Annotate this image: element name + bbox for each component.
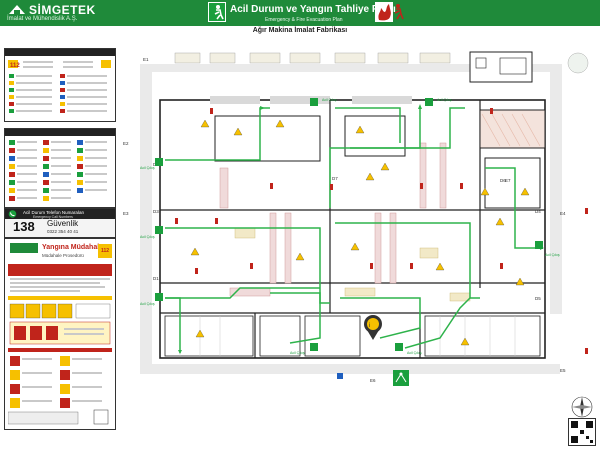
- site-road-left: [140, 64, 152, 374]
- fire-response-header: Yangına Müdahale Müdahale Prosedürü 112: [8, 242, 112, 262]
- emergency-panel-header: Acil Durum Telefon Numaraları Emergency …: [5, 209, 115, 219]
- site-road-right: [550, 64, 562, 314]
- emergency-panel-title: Acil Durum Telefon Numaraları: [23, 210, 85, 215]
- legend-panel-signs: 112: [4, 48, 116, 122]
- zone-label-e1: E1: [143, 57, 149, 62]
- zone-label-e6: E6: [370, 378, 376, 383]
- zone-label-d6: D6: [500, 178, 506, 183]
- svg-text:Acil Çıkış: Acil Çıkış: [140, 302, 155, 306]
- floor-plan: E1 E2 E3 E4 E5 E6 E7 D1 D2 D3 D4 D5 D6 D…: [120, 48, 596, 393]
- qr-code-icon: [93, 409, 109, 425]
- zone-label-e7: E7: [505, 178, 511, 183]
- exit-sign: Acil Çıkış: [395, 343, 422, 355]
- zone-label-d3: D3: [153, 209, 159, 214]
- zone-label-e4: E4: [560, 211, 566, 216]
- security-label: Güvenlik: [47, 219, 79, 228]
- exit-sign: Acil Çıkış: [290, 343, 318, 355]
- fire-response-title: Yangına Müdahale: [42, 244, 104, 251]
- badge-112: 112: [98, 244, 112, 258]
- assembly-area: [393, 370, 409, 386]
- company-logo: SİMGETEK İmalat ve Mühendislik A.Ş.: [3, 2, 113, 26]
- fire-extinguisher-markers: [175, 108, 588, 354]
- company-subtitle: İmalat ve Mühendislik A.Ş.: [7, 16, 78, 22]
- svg-text:Acil Çıkış: Acil Çıkış: [322, 98, 337, 102]
- zone-label-d1: D1: [153, 276, 159, 281]
- legend-signs-grid: 112: [8, 60, 111, 113]
- evacuation-routes: [165, 107, 540, 353]
- svg-text:Acil Çıkış: Acil Çıkış: [140, 166, 155, 170]
- hazard-markers: [190, 119, 530, 346]
- legend-panel-header: [5, 129, 115, 136]
- svg-text:Acil Çıkış: Acil Çıkış: [437, 98, 452, 102]
- guard-building: [469, 51, 533, 83]
- svg-text:Acil Çıkış: Acil Çıkış: [140, 235, 155, 239]
- fire-panel-logo: [10, 243, 38, 253]
- emergency-numbers-panel: Acil Durum Telefon Numaraları Emergency …: [4, 208, 116, 238]
- zone-label-e3: E3: [123, 211, 129, 216]
- legend-symbols-grid: [9, 140, 107, 201]
- zone-label-d7: D7: [332, 176, 338, 181]
- exit-sign: Acil Çıkış: [140, 226, 163, 239]
- legend-panel-header: [5, 49, 115, 56]
- info-marker: [337, 373, 343, 379]
- exit-sign: Acil Çıkış: [140, 158, 163, 170]
- phone-icon: [8, 210, 17, 218]
- exit-sign: Acil Çıkış: [310, 98, 337, 106]
- compass-north-label: K: [580, 395, 584, 396]
- running-man-icon: [394, 4, 404, 20]
- fire-procedure-graphics: [8, 264, 112, 425]
- svg-text:Acil Çıkış: Acil Çıkış: [290, 351, 305, 355]
- emergency-number: 138: [13, 219, 35, 234]
- svg-text:Acil Çıkış: Acil Çıkış: [545, 253, 560, 257]
- security-phone: 0322 354 40 41: [47, 229, 79, 234]
- facility-name: Ağır Makina İmalat Fabrikası: [252, 27, 348, 34]
- emergency-panel-subtitle: Emergency Call Numbers: [33, 214, 73, 219]
- site-road-top: [140, 64, 560, 72]
- site-road-bottom: [140, 364, 560, 374]
- badge-112: 112: [10, 63, 20, 69]
- svg-text:i: i: [369, 323, 370, 329]
- svg-text:Acil Çıkış: Acil Çıkış: [407, 351, 422, 355]
- legend-panel-symbols: [4, 128, 116, 208]
- exit-sign: Acil Çıkış: [535, 241, 560, 257]
- fire-exit-icon: [375, 2, 393, 22]
- company-logo-icon: [9, 5, 25, 14]
- zone-label-d5: D5: [535, 296, 541, 301]
- exit-sign: Acil Çıkış: [140, 293, 163, 306]
- zone-label-d4: D4: [535, 209, 541, 214]
- fire-response-subtitle: Müdahale Prosedürü: [42, 253, 84, 258]
- running-man-exit-icon: [208, 2, 226, 22]
- page-title: Acil Durum ve Yangın Tahliye Planı: [230, 4, 396, 15]
- exit-sign: Acil Çıkış: [425, 98, 452, 106]
- zone-label-e5: E5: [560, 368, 566, 373]
- compass-icon: K: [571, 395, 593, 418]
- tree-area: [567, 52, 589, 74]
- company-name: SİMGETEK: [29, 3, 96, 17]
- qr-code: [568, 418, 596, 446]
- you-are-here-marker: i: [364, 315, 382, 340]
- zone-label-e2: E2: [123, 141, 129, 146]
- fire-response-panel: Yangına Müdahale Müdahale Prosedürü 112: [4, 238, 116, 430]
- qr-code-icon: [571, 421, 593, 443]
- page-subtitle: Emergency & Fire Evacuation Plan: [265, 17, 343, 23]
